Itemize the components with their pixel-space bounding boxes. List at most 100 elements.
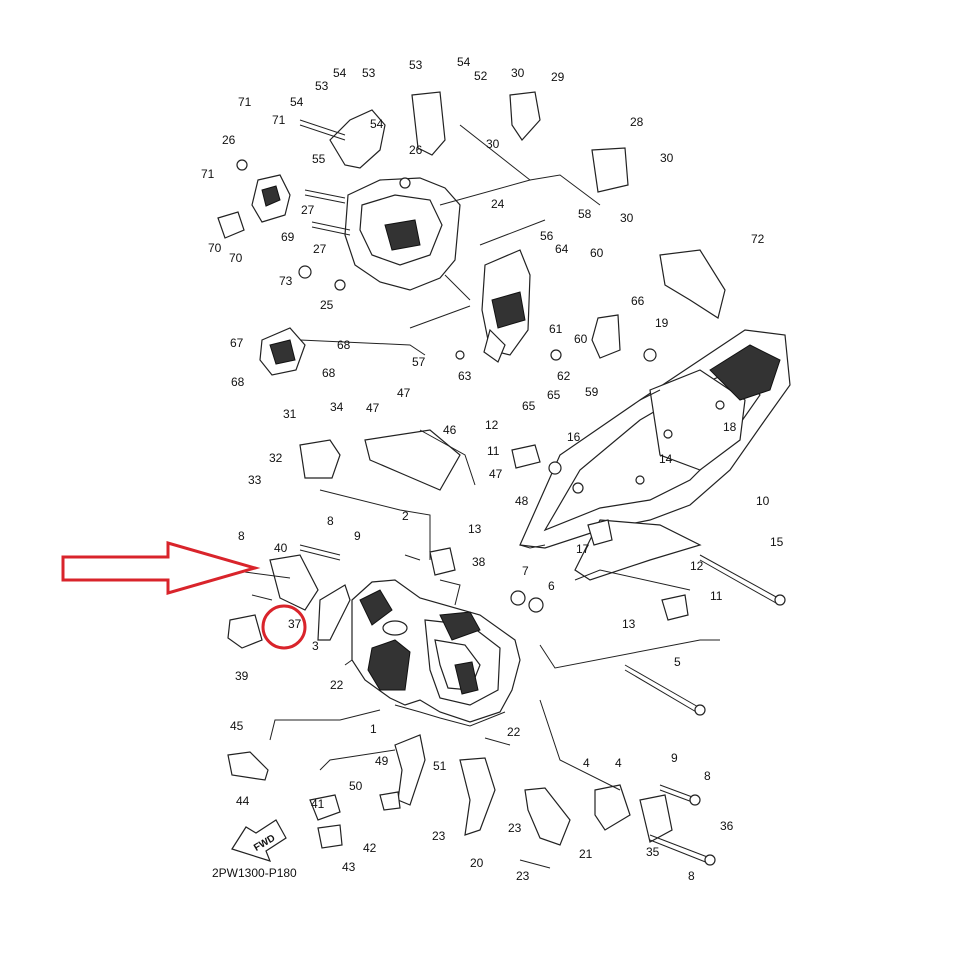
part-number-label: 27 (301, 203, 315, 217)
part-number-label: 70 (208, 241, 222, 255)
part-number-label: 6 (548, 579, 555, 593)
part-number-label: 50 (349, 779, 363, 793)
part-number-label: 1 (370, 722, 377, 736)
part-number-label: 13 (622, 617, 636, 631)
part-number-label: 14 (659, 452, 673, 466)
part-number-label: 7 (522, 564, 529, 578)
part-number-label: 29 (551, 70, 565, 84)
part-number-label: 73 (279, 274, 293, 288)
part-number-label: 45 (230, 719, 244, 733)
part-number-label: 5 (674, 655, 681, 669)
rear-frame-part (519, 329, 791, 581)
part-number-label: 33 (248, 473, 262, 487)
part-number-label: 8 (327, 514, 334, 528)
part-number-label: 61 (549, 322, 563, 336)
part-number-label: 39 (235, 669, 249, 683)
part-number-label: 22 (330, 678, 344, 692)
part-number-label: 71 (238, 95, 252, 109)
part-number-label: 56 (540, 229, 554, 243)
left-parts (217, 91, 726, 491)
part-number-label: 32 (269, 451, 283, 465)
part-number-label: 8 (704, 769, 711, 783)
part-number-label: 67 (230, 336, 244, 350)
part-number-label: 43 (342, 860, 356, 874)
part-number-label: 71 (201, 167, 215, 181)
highlight-circle-icon (261, 604, 307, 650)
part-number-label: 49 (375, 754, 389, 768)
part-number-label: 53 (315, 79, 329, 93)
part-number-label: 4 (615, 756, 622, 770)
fwd-arrow-icon: FWD (231, 819, 287, 862)
leader-lines (251, 124, 720, 791)
part-number-label: 55 (312, 152, 326, 166)
part-number-label: 63 (458, 369, 472, 383)
part-number-label: 28 (630, 115, 644, 129)
part-number-label: 19 (655, 316, 669, 330)
part-number-label: 68 (231, 375, 245, 389)
part-number-label: 44 (236, 794, 250, 808)
part-number-label: 31 (283, 407, 297, 421)
part-number-label: 26 (409, 143, 423, 157)
part-number-label: 65 (547, 388, 561, 402)
part-number-label: 35 (646, 845, 660, 859)
part-number-label: 65 (522, 399, 536, 413)
part-number-label: 22 (507, 725, 521, 739)
part-number-label: 23 (508, 821, 522, 835)
part-number-label: 70 (229, 251, 243, 265)
part-number-label: 12 (485, 418, 499, 432)
part-number-label: 8 (688, 869, 695, 883)
part-number-label: 20 (470, 856, 484, 870)
part-number-label: 47 (366, 401, 380, 415)
part-number-label: 4 (583, 756, 590, 770)
part-number-label: 60 (574, 332, 588, 346)
part-number-label: 69 (281, 230, 295, 244)
lower-parts (227, 444, 689, 849)
part-number-label: 30 (511, 66, 525, 80)
part-number-label: 60 (590, 246, 604, 260)
part-number-label: 38 (472, 555, 486, 569)
part-number-label: 8 (238, 529, 245, 543)
part-number-label: 16 (567, 430, 581, 444)
part-number-label: 24 (491, 197, 505, 211)
part-number-label: 59 (585, 385, 599, 399)
part-number-label: 17 (576, 542, 590, 556)
part-number-label: 54 (333, 66, 347, 80)
part-number-label: 40 (274, 541, 288, 555)
highlight-arrow-icon (61, 541, 261, 595)
part-number-label: 34 (330, 400, 344, 414)
headlight-stay-part (329, 91, 461, 291)
part-number-label: 41 (311, 797, 325, 811)
part-number-label: 54 (457, 55, 471, 69)
highlighted-part-number-label: 37 (288, 617, 302, 631)
part-number-label: 13 (468, 522, 482, 536)
part-number-label: 66 (631, 294, 645, 308)
part-number-label: 26 (222, 133, 236, 147)
part-number-label: 51 (433, 759, 447, 773)
part-number-label: 30 (486, 137, 500, 151)
part-number-label: 11 (710, 589, 723, 603)
part-number-label: 23 (516, 869, 530, 883)
part-number-label: 72 (751, 232, 765, 246)
part-number-label: 2 (402, 509, 409, 523)
part-number-label: 71 (272, 113, 286, 127)
part-number-label: 68 (337, 338, 351, 352)
part-number-label: 12 (690, 559, 704, 573)
part-number-label: 11 (487, 444, 500, 458)
part-number-label: 30 (620, 211, 634, 225)
part-number-label: 36 (720, 819, 734, 833)
part-number-label: 25 (320, 298, 334, 312)
part-number-label: 68 (322, 366, 336, 380)
part-number-label: 9 (671, 751, 678, 765)
part-number-label: 62 (557, 369, 571, 383)
part-number-label: 15 (770, 535, 784, 549)
part-number-label: 53 (362, 66, 376, 80)
part-number-label: 21 (579, 847, 593, 861)
bracket-assembly-part (481, 249, 531, 363)
part-number-label: 54 (290, 95, 304, 109)
part-number-label: 47 (397, 386, 411, 400)
part-number-label: 42 (363, 841, 377, 855)
part-number-label: 64 (555, 242, 569, 256)
part-number-label: 54 (370, 117, 384, 131)
